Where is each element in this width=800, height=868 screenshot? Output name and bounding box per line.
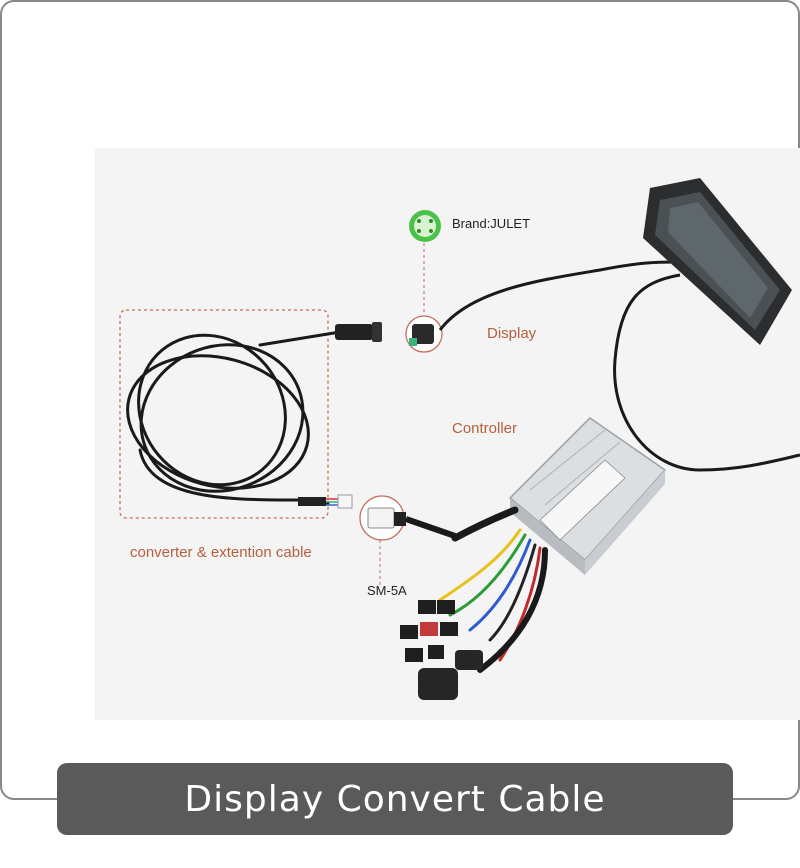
controller-wire-bundle — [438, 506, 548, 673]
connector-label: SM-5A — [367, 583, 407, 598]
converter-dashed-box — [119, 309, 329, 519]
julet-connector — [335, 322, 382, 342]
converter-label: converter & extention cable — [130, 544, 312, 561]
brand-label: Brand:JULET — [452, 216, 531, 231]
brand-connector-icon — [409, 210, 441, 242]
converter-wire-end — [298, 494, 353, 509]
display-label: Display — [487, 325, 537, 342]
lcd-display-unit — [643, 178, 792, 345]
controller-label: Controller — [452, 420, 518, 437]
controller-box — [508, 417, 667, 575]
product-photo — [95, 148, 800, 720]
controller-plugs — [400, 600, 483, 700]
coiled-cable — [126, 330, 342, 505]
title-banner: Display Convert Cable — [57, 763, 733, 835]
banner-title: Display Convert Cable — [184, 778, 606, 820]
